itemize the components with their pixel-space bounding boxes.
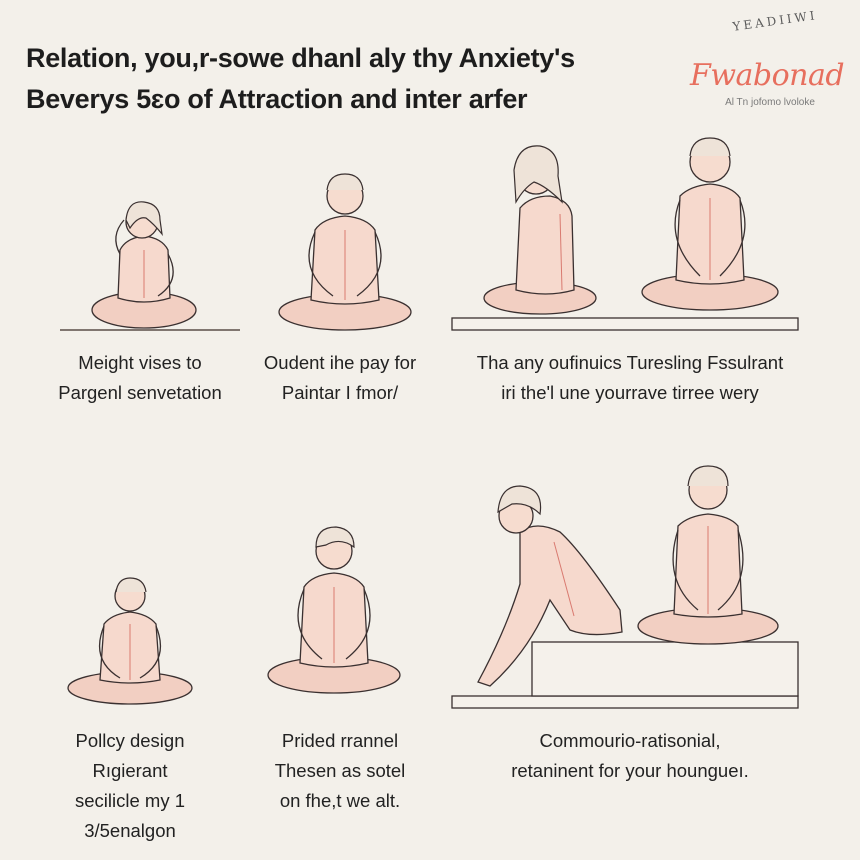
title-line-1: Relation, you,r-sowe dhanl aly thy Anxie… <box>26 43 575 73</box>
brand-logo: YEADIIWI Fwabonad Al Tn jofomo lvoloke <box>690 8 845 112</box>
caption-line: Meight vises to <box>78 352 202 373</box>
figure-man-seated <box>278 173 412 331</box>
caption-line: on fhe,t we alt. <box>279 790 401 811</box>
page-title: Relation, you,r-sowe dhanl aly thy Anxie… <box>26 38 666 120</box>
caption-line: Thesen as sotel <box>274 760 406 781</box>
caption-line: Paintar I fmor/ <box>281 382 399 403</box>
panel-5-caption: Prided rrannel Thesen as sotel on fhe,t … <box>230 726 450 816</box>
caption-line: Pollcy design <box>75 730 185 751</box>
panel-1-caption: Meight vises to Pargenl senvetation <box>20 348 260 408</box>
figure-woman-hand-on-head <box>60 201 240 331</box>
figure-young-man-seated <box>267 526 401 694</box>
title-line-2: Beverys 5ɛo of Attraction and inter arfe… <box>26 84 528 114</box>
panel-6-caption: Commourio-ratisonial, retaninent for you… <box>460 726 800 786</box>
caption-line: 3/5enalgon <box>84 820 176 841</box>
caption-line: retaninent for your houngueı. <box>511 760 749 781</box>
panel-3-caption: Tha any oufinuics Turesling Fssulrant ir… <box>450 348 810 408</box>
caption-line: Tha any oufinuics Turesling Fssulrant <box>476 352 784 373</box>
logo-top-text: YEADIIWI <box>731 8 819 34</box>
figure-boy-seated <box>67 577 193 705</box>
caption-line: Prided rrannel <box>281 730 399 751</box>
caption-line: Pargenl senvetation <box>58 382 222 403</box>
caption-line: Oudent ihe pay for <box>263 352 417 373</box>
logo-subtitle: Al Tn jofomo lvoloke <box>725 97 815 108</box>
figure-couple-bench <box>451 465 799 709</box>
caption-line: iri the'l une yourrave tirree wery <box>501 382 759 403</box>
caption-line: Rıgierant <box>92 760 168 781</box>
caption-line: secilicle my 1 <box>75 790 185 811</box>
figure-couple-on-platform <box>451 137 799 331</box>
panel-4-caption: Pollcy design Rıgierant secilicle my 1 3… <box>20 726 240 846</box>
panel-2-caption: Oudent ihe pay for Paintar I fmor/ <box>230 348 450 408</box>
logo-name: Fwabonad <box>690 58 845 93</box>
caption-line: Commourio-ratisonial, <box>539 730 721 751</box>
